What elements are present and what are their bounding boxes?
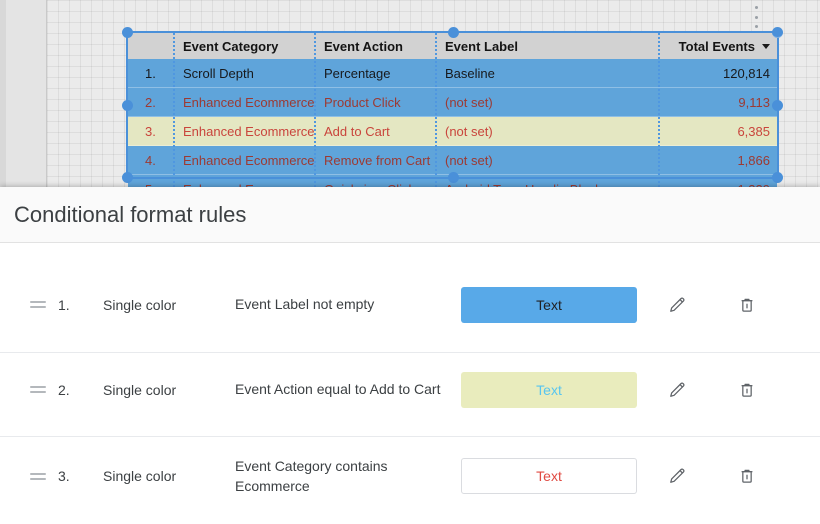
table-header-row: Event Category Event Action Event Label Tot… <box>128 33 777 59</box>
cell-label: Baseline <box>445 65 495 81</box>
trash-icon <box>741 469 753 483</box>
conditional-format-panel: Conditional format rules 1. Single color… <box>0 187 820 524</box>
rules-list: 1. Single color Event Label not empty Te… <box>0 243 820 524</box>
table-row[interactable]: 2. Enhanced Ecommerce Product Click (not… <box>128 88 777 117</box>
trash-icon <box>741 298 753 312</box>
chart-menu-icon[interactable] <box>750 6 762 28</box>
cell-category: Scroll Depth <box>183 65 254 81</box>
pencil-icon <box>670 468 685 483</box>
drag-handle-icon[interactable] <box>30 472 46 480</box>
delete-rule-button[interactable] <box>733 376 761 404</box>
cell-category: Enhanced Ecommerce <box>183 123 315 139</box>
rule-type: Single color <box>103 468 177 484</box>
canvas-left-gutter <box>0 0 47 187</box>
cell-total: 120,814 <box>723 65 770 81</box>
cell-action: Add to Cart <box>324 123 390 139</box>
cell-total: 6,385 <box>737 123 770 139</box>
cell-index: 4. <box>145 152 156 168</box>
format-preview-chip[interactable]: Text <box>461 458 637 494</box>
rule-row: 3. Single color Event Category contains … <box>0 437 820 524</box>
column-header[interactable]: Event Label <box>445 38 518 54</box>
cell-label: (not set) <box>445 123 493 139</box>
column-header[interactable] <box>128 33 174 59</box>
rule-row: 2. Single color Event Action equal to Ad… <box>0 353 820 437</box>
rule-number: 2. <box>58 381 70 398</box>
cell-label: (not set) <box>445 152 493 168</box>
cell-action: Remove from Cart <box>324 152 431 168</box>
column-header[interactable]: Event Action <box>324 38 403 54</box>
cell-index: 5. <box>128 175 174 188</box>
rule-condition: Event Category contains Ecommerce <box>235 457 388 494</box>
cell-index: 2. <box>145 94 156 110</box>
cell-category: Enhanced Ecommerce <box>174 175 315 188</box>
edit-rule-button[interactable] <box>663 376 691 404</box>
column-guide <box>173 33 175 187</box>
cell-action: Quickview Click <box>315 175 436 188</box>
edit-rule-button[interactable] <box>663 291 691 319</box>
rule-type: Single color <box>103 381 177 398</box>
column-guide <box>435 33 437 187</box>
rule-number: 1. <box>58 296 70 313</box>
table-row[interactable]: 3. Enhanced Ecommerce Add to Cart (not s… <box>128 117 777 146</box>
table-row[interactable]: 5. Enhanced Ecommerce Quickview Click An… <box>128 175 777 187</box>
pencil-icon <box>670 296 685 312</box>
cell-category: Enhanced Ecommerce <box>183 94 315 110</box>
panel-title: Conditional format rules <box>14 201 247 227</box>
delete-rule-button[interactable] <box>733 462 761 490</box>
trash-icon <box>741 383 753 397</box>
cell-label: Android Tone Hoodie Black <box>436 175 659 188</box>
events-table[interactable]: Event Category Event Action Event Label Tot… <box>128 33 777 187</box>
rule-number: 3. <box>58 468 70 484</box>
delete-rule-button[interactable] <box>733 291 761 319</box>
format-preview-chip[interactable]: Text <box>461 371 637 408</box>
rule-condition: Event Action equal to Add to Cart <box>235 381 441 398</box>
rule-type: Single color <box>103 296 177 313</box>
cell-total: 1,866 <box>737 152 770 168</box>
canvas-edge <box>0 0 6 187</box>
drag-handle-icon[interactable] <box>30 301 46 308</box>
edit-rule-button[interactable] <box>663 462 691 490</box>
pencil-icon <box>670 381 685 397</box>
table-row[interactable]: 4. Enhanced Ecommerce Remove from Cart (… <box>128 146 777 175</box>
drag-handle-icon[interactable] <box>30 386 46 393</box>
column-header[interactable]: Total Events <box>659 33 777 59</box>
column-guide <box>314 33 316 187</box>
rule-row: 1. Single color Event Label not empty Te… <box>0 243 820 353</box>
cell-action: Product Click <box>324 94 401 110</box>
cell-total: 1,329 <box>659 175 777 188</box>
column-guide <box>658 33 660 187</box>
cell-index: 1. <box>145 65 156 81</box>
cell-index: 3. <box>145 123 156 139</box>
table-body: 1. Scroll Depth Percentage Baseline 120,… <box>128 59 777 187</box>
cell-total: 9,113 <box>738 94 770 110</box>
cell-action: Percentage <box>324 65 391 81</box>
column-header[interactable]: Event Category <box>183 38 279 54</box>
table-row[interactable]: 1. Scroll Depth Percentage Baseline 120,… <box>128 59 777 88</box>
panel-header: Conditional format rules <box>0 187 820 243</box>
cell-category: Enhanced Ecommerce <box>183 152 315 168</box>
rule-condition: Event Label not empty <box>235 296 375 313</box>
cell-label: (not set) <box>445 94 493 110</box>
sort-desc-icon[interactable] <box>762 43 770 49</box>
format-preview-chip[interactable]: Text <box>461 286 637 323</box>
